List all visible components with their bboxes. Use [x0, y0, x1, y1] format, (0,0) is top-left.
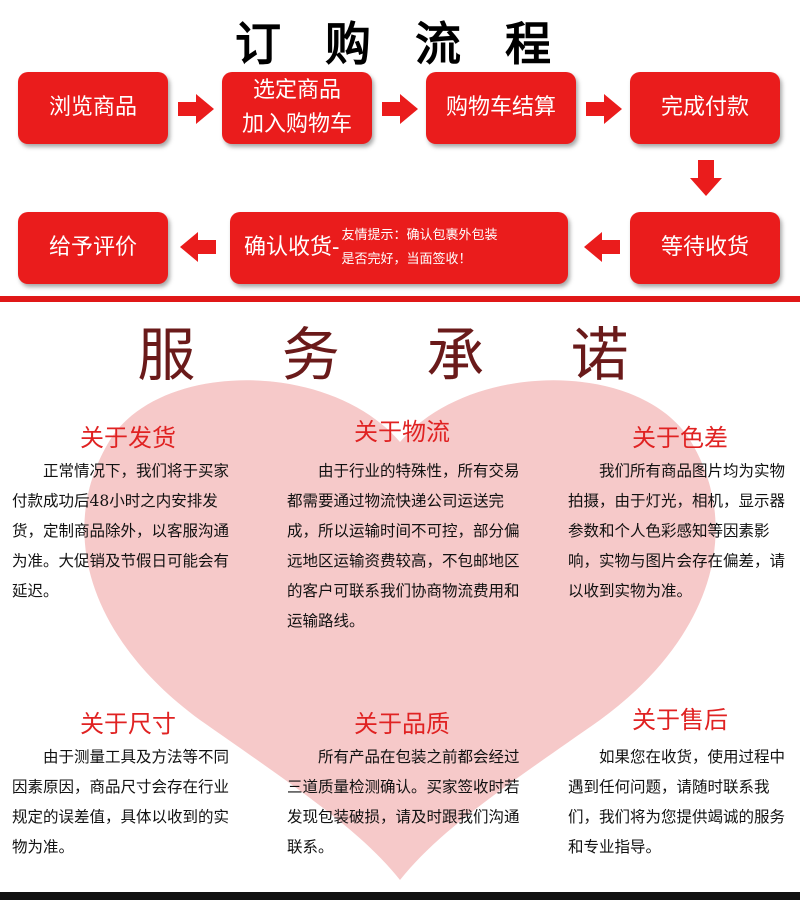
section-title-color-difference: 关于色差: [632, 424, 728, 452]
arrow-right-icon: [382, 94, 418, 124]
section-body-shipping: 正常情况下，我们将于买家付款成功后48小时之内安排发货，定制商品除外，以客服沟通…: [12, 456, 244, 606]
tip-line2: 是否完好，当面签收！: [341, 252, 472, 267]
section-title-after-sales: 关于售后: [632, 706, 728, 734]
step-payment: 完成付款: [630, 72, 780, 144]
section-title-shipping: 关于发货: [80, 424, 176, 452]
step-label-line2: 加入购物车: [241, 112, 352, 137]
section-body-logistics: 由于行业的特殊性，所有交易都需要通过物流快递公司运送完成，所以运输时间不可控，部…: [287, 456, 520, 636]
order-flow-title: 订 购 流 程: [234, 17, 566, 71]
arrow-left-icon: [584, 232, 620, 262]
step-confirm-receipt: 确认收货- 友情提示：确认包裹外包装 是否完好，当面签收！: [230, 212, 568, 284]
service-title: 服 务 承 诺: [137, 321, 663, 389]
section-body-size: 由于测量工具及方法等不同因素原因，商品尺寸会存在行业规定的误差值，具体以收到的实…: [12, 742, 244, 862]
section-divider: [0, 296, 800, 302]
section-text: 所有产品在包装之前都会经过三道质量检测确认。买家签收时若发现包装破损，请及时跟我…: [287, 748, 520, 856]
bottom-bar: [0, 892, 800, 900]
step-label: 购物车结算: [445, 95, 556, 120]
section-title-size: 关于尺寸: [80, 710, 176, 738]
section-title-quality: 关于品质: [354, 710, 450, 738]
section-body-quality: 所有产品在包装之前都会经过三道质量检测确认。买家签收时若发现包装破损，请及时跟我…: [287, 742, 520, 862]
step-label: 给予评价: [48, 235, 137, 260]
step-label: 确认收货-: [244, 235, 340, 260]
step-await-delivery: 等待收货: [630, 212, 780, 284]
step-give-review: 给予评价: [18, 212, 168, 284]
delivery-tip: 友情提示：确认包裹外包装 是否完好，当面签收！: [341, 224, 497, 272]
section-body-after-sales: 如果您在收货，使用过程中遇到任何问题，请随时联系我们，我们将为您提供竭诚的服务和…: [568, 742, 796, 862]
step-label: 浏览商品: [48, 95, 137, 120]
arrow-right-icon: [178, 94, 214, 124]
arrow-down-icon: [690, 160, 722, 196]
section-text: 由于行业的特殊性，所有交易都需要通过物流快递公司运送完成，所以运输时间不可控，部…: [287, 462, 520, 630]
arrow-right-icon: [586, 94, 622, 124]
section-title-logistics: 关于物流: [354, 418, 450, 446]
section-body-color-difference: 我们所有商品图片均为实物拍摄，由于灯光，相机，显示器参数和个人色彩感知等因素影响…: [568, 456, 796, 606]
section-text: 我们所有商品图片均为实物拍摄，由于灯光，相机，显示器参数和个人色彩感知等因素影响…: [568, 462, 786, 600]
step-checkout: 购物车结算: [426, 72, 576, 144]
step-add-to-cart: 选定商品 加入购物车: [222, 72, 372, 144]
step-browse-products: 浏览商品: [18, 72, 168, 144]
section-text: 正常情况下，我们将于买家付款成功后48小时之内安排发货，定制商品除外，以客服沟通…: [12, 462, 230, 600]
step-label: 完成付款: [660, 95, 749, 120]
arrow-left-icon: [180, 232, 216, 262]
step-label-line1: 选定商品: [252, 78, 341, 103]
tip-line1: 友情提示：确认包裹外包装: [341, 228, 498, 243]
step-label: 等待收货: [660, 235, 749, 260]
section-text: 如果您在收货，使用过程中遇到任何问题，请随时联系我们，我们将为您提供竭诚的服务和…: [568, 748, 786, 856]
section-text: 由于测量工具及方法等不同因素原因，商品尺寸会存在行业规定的误差值，具体以收到的实…: [12, 748, 230, 856]
